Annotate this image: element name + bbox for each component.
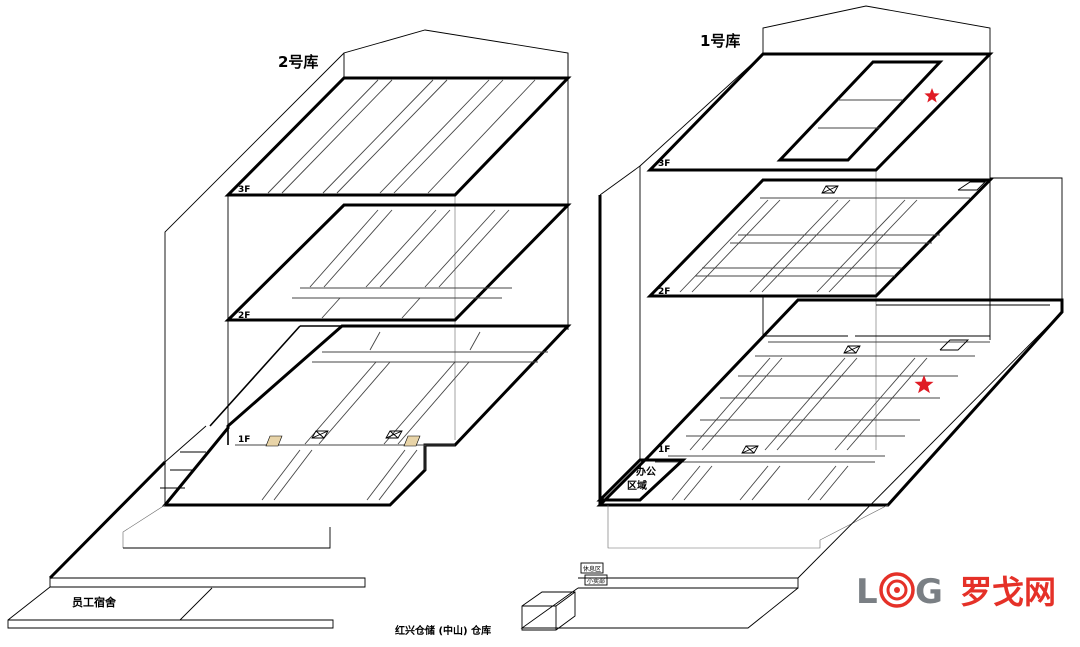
w1-shop: 小卖部 bbox=[584, 574, 608, 586]
warehouse-1: 3F 2F bbox=[520, 5, 1064, 631]
w2-hatch-1 bbox=[311, 430, 329, 439]
logo-target-icon bbox=[879, 572, 915, 608]
w1-office-area: 办公 区域 bbox=[596, 458, 687, 502]
w2-title: 2号库 bbox=[278, 53, 318, 71]
logo-cn-text: 罗戈网 bbox=[960, 573, 1056, 611]
shop-label: 小卖部 bbox=[587, 577, 605, 585]
w1-mezzanine bbox=[776, 60, 944, 162]
w2-floor-1f: 1F bbox=[161, 324, 572, 507]
dormitory-label: 员工宿舍 bbox=[72, 595, 117, 609]
w1-hatch-1f-b bbox=[741, 445, 759, 454]
w2-label-2f: 2F bbox=[238, 311, 250, 321]
w1-label-1f: 1F bbox=[658, 445, 670, 455]
w1-rest-area: 休息区 bbox=[580, 562, 604, 574]
w2-hatch-2 bbox=[385, 430, 403, 439]
marker-star-3f bbox=[924, 88, 940, 103]
logo: L G 罗戈网 bbox=[856, 572, 1056, 612]
w2-back-wall bbox=[164, 52, 345, 462]
w2-floor-3f: 3F bbox=[224, 76, 572, 197]
w1-label-2f: 2F bbox=[658, 287, 670, 297]
w1-floor-2f: 2F bbox=[646, 178, 994, 298]
office-label-line1: 办公 bbox=[636, 465, 656, 478]
w2-floor-2f: 2F bbox=[224, 203, 572, 322]
w2-dock-2 bbox=[403, 435, 421, 447]
w1-hatch-2f bbox=[821, 185, 839, 194]
w1-title: 1号库 bbox=[700, 32, 740, 50]
marker-star-1f bbox=[914, 375, 934, 394]
w1-hatch-1f-a bbox=[843, 345, 861, 354]
rest-area-label: 休息区 bbox=[583, 565, 601, 573]
w1-label-3f: 3F bbox=[658, 159, 670, 169]
office-label-line2: 区域 bbox=[627, 479, 647, 492]
w2-label-1f: 1F bbox=[238, 435, 250, 445]
w1-floor-3f: 3F bbox=[646, 52, 994, 172]
logo-letter-l: L bbox=[856, 572, 878, 612]
w2-label-3f: 3F bbox=[238, 185, 250, 195]
w2-dock-1 bbox=[265, 435, 283, 447]
w1-roof-gable bbox=[762, 5, 991, 54]
w2-roof-gable bbox=[343, 29, 569, 78]
diagram-caption: 红兴仓储 (中山) 仓库 bbox=[395, 624, 491, 637]
w1-gatehouse bbox=[521, 591, 576, 631]
warehouse-2: 3F 2F bbox=[7, 29, 572, 629]
logo-letter-g: G bbox=[915, 572, 943, 612]
